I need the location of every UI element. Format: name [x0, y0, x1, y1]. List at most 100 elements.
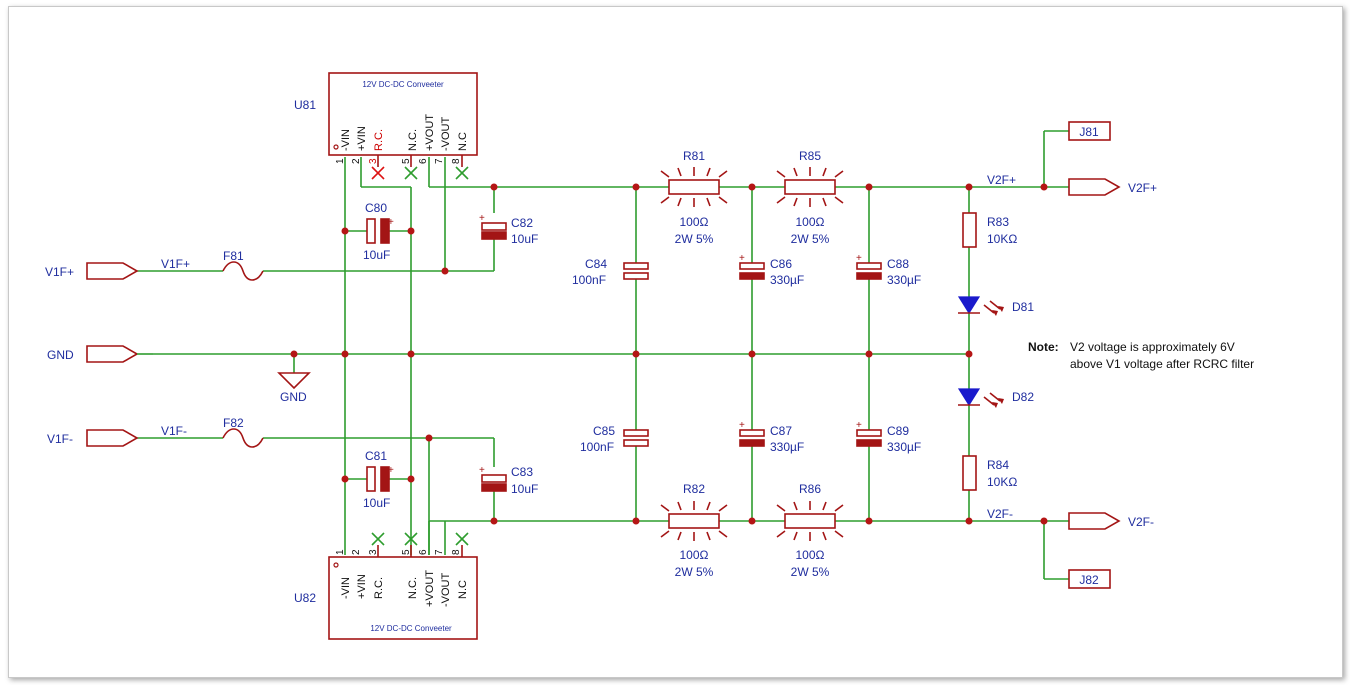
- capacitor-c82: + C82 10uF: [479, 213, 538, 246]
- u82-pin-number: 2: [351, 549, 362, 555]
- junctions: [290, 183, 1048, 525]
- svg-text:+: +: [479, 213, 485, 224]
- u81-pin-vin-plus: +VIN: [356, 126, 368, 151]
- no-connect-icon: [371, 532, 385, 546]
- led-ref: D81: [1012, 300, 1034, 314]
- no-connect-icon: [371, 166, 385, 180]
- fuse-f81: F81: [222, 249, 264, 281]
- u81-pin-vout-minus: -VOUT: [440, 117, 452, 152]
- net-label-v1f-plus: V1F+: [161, 257, 190, 271]
- u81-title: 12V DC-DC Conveeter: [362, 80, 444, 89]
- resistor-rating: 2W 5%: [791, 565, 830, 579]
- led-d81: D81: [957, 296, 1034, 316]
- u82-pin-nc: N.C.: [407, 577, 419, 599]
- svg-text:+: +: [739, 420, 745, 431]
- schematic-sheet: 12V DC-DC Conveeter U81 -VIN +VIN R.C. N…: [8, 6, 1343, 678]
- resistor-ref: R86: [799, 482, 821, 496]
- schematic-canvas: 12V DC-DC Conveeter U81 -VIN +VIN R.C. N…: [45, 72, 1254, 640]
- capacitor-value: 100nF: [580, 440, 614, 454]
- led-ref: D82: [1012, 390, 1034, 404]
- no-connect-icon: [404, 532, 418, 546]
- resistor-r84: R84 10KΩ: [962, 455, 1017, 491]
- capacitor-ref: C80: [365, 201, 387, 215]
- fuse-f82: F82: [222, 416, 264, 448]
- u82-pin-vout-minus: -VOUT: [440, 573, 452, 608]
- capacitor-value: 10uF: [511, 482, 538, 496]
- u82-title: 12V DC-DC Conveeter: [370, 624, 452, 633]
- svg-text:+: +: [856, 420, 862, 431]
- capacitor-ref: C88: [887, 257, 909, 271]
- svg-text:+: +: [388, 465, 394, 476]
- capacitor-ref: C81: [365, 449, 387, 463]
- resistor-ref: R81: [683, 149, 705, 163]
- port-v2f-plus: V2F+ V2F+: [987, 173, 1157, 196]
- resistor-r86: R86 100Ω 2W 5%: [776, 482, 844, 579]
- capacitor-value: 10uF: [363, 496, 390, 510]
- port-v1f-minus: V1F- V1F-: [47, 424, 187, 447]
- resistor-ref: R83: [987, 215, 1009, 229]
- capacitor-ref: C87: [770, 424, 792, 438]
- u82-pin-number: 8: [451, 549, 462, 555]
- resistor-ref: R82: [683, 482, 705, 496]
- capacitor-c85: C85 100nF: [580, 424, 649, 454]
- net-label-v2f-minus: V2F-: [987, 507, 1013, 521]
- u82-pin-number: 1: [335, 549, 346, 555]
- wires: [137, 130, 1069, 580]
- capacitor-value: 100nF: [572, 273, 606, 287]
- capacitor-c83: + C83 10uF: [479, 465, 538, 496]
- u81-pin-number: 5: [401, 158, 412, 164]
- capacitor-c87: + C87 330µF: [739, 420, 804, 454]
- u81-ref: U81: [294, 98, 316, 112]
- resistor-value: 100Ω: [680, 548, 709, 562]
- resistor-ref: R84: [987, 458, 1009, 472]
- u81-pin-rc: R.C.: [373, 129, 385, 151]
- capacitor-ref: C86: [770, 257, 792, 271]
- capacitor-c84: C84 100nF: [572, 257, 649, 287]
- svg-text:+: +: [388, 217, 394, 228]
- capacitor-c80: + C80 10uF: [363, 201, 394, 262]
- port-v2f-minus: V2F- V2F-: [987, 507, 1154, 530]
- connector-ref: J81: [1079, 125, 1099, 139]
- resistor-r83: R83 10KΩ: [962, 212, 1017, 248]
- u82-pin-number: 7: [434, 549, 445, 555]
- u81-pin-number: 1: [335, 158, 346, 164]
- no-connect-icon: [455, 532, 469, 546]
- capacitor-ref: C83: [511, 465, 533, 479]
- port-label: V1F+: [45, 265, 74, 279]
- capacitor-value: 330µF: [770, 440, 804, 454]
- capacitor-ref: C89: [887, 424, 909, 438]
- port-label: V2F-: [1128, 515, 1154, 529]
- capacitor-c81: + C81 10uF: [363, 449, 394, 510]
- net-label-v2f-plus: V2F+: [987, 173, 1016, 187]
- u82-pin-rc: R.C.: [373, 577, 385, 599]
- u82-pin-nc2: N.C: [457, 580, 469, 599]
- svg-text:+: +: [739, 253, 745, 264]
- design-note: Note: V2 voltage is approximately 6V abo…: [1028, 340, 1254, 371]
- u81-pin-number: 7: [434, 158, 445, 164]
- port-label: V2F+: [1128, 181, 1157, 195]
- capacitor-c88: + C88 330µF: [856, 253, 921, 287]
- resistor-r82: R82 100Ω 2W 5%: [660, 482, 728, 579]
- port-gnd: GND: [47, 345, 153, 363]
- u82-pin-vout-plus: +VOUT: [424, 570, 436, 607]
- connector-j81: J81: [1068, 121, 1111, 141]
- converter-u82: 12V DC-DC Conveeter U82 -VIN +VIN R.C. N…: [294, 532, 478, 640]
- note-label: Note:: [1028, 340, 1059, 354]
- connector-j82: J82: [1068, 569, 1111, 589]
- u81-pin-number: 2: [351, 158, 362, 164]
- no-connect-icon: [455, 166, 469, 180]
- u82-pin-number: 6: [418, 549, 429, 555]
- resistor-value: 10KΩ: [987, 232, 1017, 246]
- u81-pin-nc2: N.C: [457, 132, 469, 151]
- capacitor-ref: C84: [585, 257, 607, 271]
- note-line-1: V2 voltage is approximately 6V: [1070, 340, 1235, 354]
- resistor-r85: R85 100Ω 2W 5%: [776, 149, 844, 246]
- resistor-rating: 2W 5%: [675, 232, 714, 246]
- capacitor-value: 330µF: [887, 273, 921, 287]
- port-v1f-plus: V1F+ V1F+: [45, 257, 190, 280]
- resistor-ref: R85: [799, 149, 821, 163]
- net-label-v1f-minus: V1F-: [161, 424, 187, 438]
- no-connect-icon: [404, 166, 418, 180]
- u81-pin-number: 6: [418, 158, 429, 164]
- connector-ref: J82: [1079, 573, 1099, 587]
